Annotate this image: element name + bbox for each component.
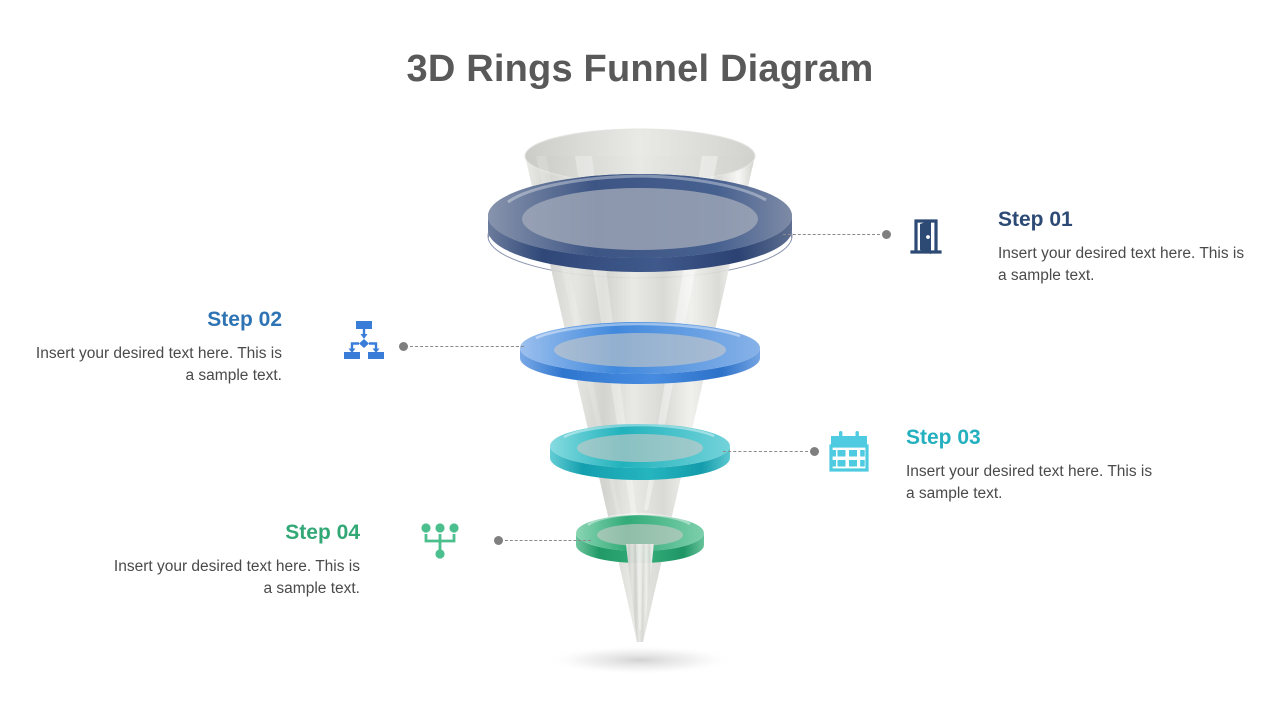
connector-dot [399,341,408,351]
connector-dot [494,535,503,545]
step-block-02: Step 02 Insert your desired text here. T… [32,308,282,387]
step-block-04: Step 04 Insert your desired text here. T… [110,521,360,600]
step-title: Step 04 [285,521,360,544]
funnel-cone-graphic [487,128,793,675]
funnel-ring-1 [488,174,792,272]
funnel-ring-4 [576,512,704,563]
connector-step-01 [783,229,891,239]
connector-step-02 [399,341,524,351]
funnel-ring-2 [520,322,760,384]
step-description: Insert your desired text here. This is a… [906,463,1153,503]
connector-step-03 [723,446,819,456]
step-description: Insert your desired text here. This is a… [998,245,1245,285]
page-title: 3D Rings Funnel Diagram [406,48,874,90]
step-description: Insert your desired text here. This is a… [35,345,282,385]
step-title: Step 01 [998,208,1073,231]
network-icon [417,518,463,564]
step-description: Insert your desired text here. This is a… [113,558,360,598]
connector-dot [810,446,819,456]
connector-line [783,233,880,235]
connector-dot [882,229,891,239]
connector-line [505,539,591,541]
connector-line [723,450,808,452]
step-block-03: Step 03 Insert your desired text here. T… [906,426,1156,505]
calendar-icon [826,429,872,475]
funnel-ring-3 [550,423,730,480]
door-icon [903,212,949,258]
step-title: Step 02 [207,308,282,331]
step-title: Step 03 [906,426,981,449]
funnel-diagram [440,120,840,700]
connector-line [410,345,524,347]
connector-step-04 [494,535,591,545]
flowchart-icon [341,317,387,363]
step-block-01: Step 01 Insert your desired text here. T… [998,208,1248,287]
